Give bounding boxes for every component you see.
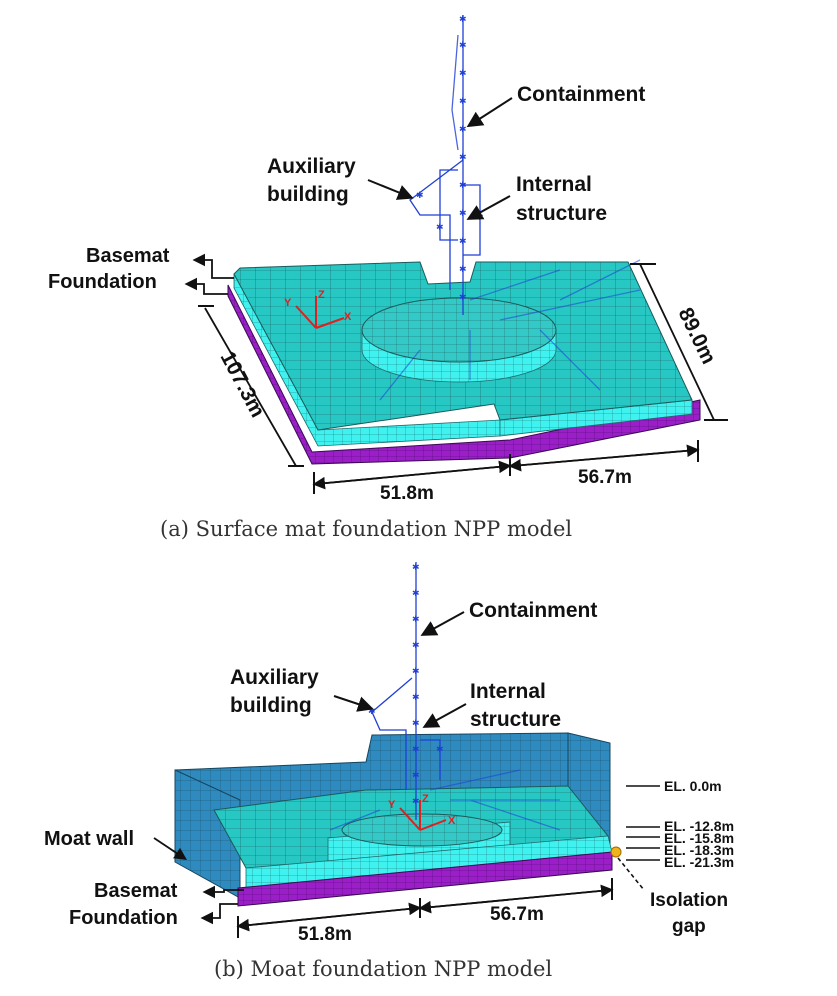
panel-b-moat-model: ✱ ✱ ✱ ✱ ✱ ✱ ✱ ✱ ✱ ✱ ✱ ✱ X Z Y Containment Auxili… (44, 562, 734, 981)
svg-text:✱: ✱ (412, 771, 420, 781)
panel-b-foundation-label: Foundation (69, 907, 178, 929)
panel-a-internal-label-line1: Internal (516, 173, 592, 196)
panel-a-auxiliary-label-line2: building (267, 183, 349, 206)
panel-b-auxiliary-label-line2: building (230, 694, 312, 717)
svg-text:✱: ✱ (459, 265, 467, 275)
panel-b-elevation-0: EL. 0.0m (664, 778, 722, 794)
panel-b-axis-z-label: Z (422, 793, 429, 805)
panel-a-axis-triad: X Z Y (284, 289, 352, 329)
panel-a-reactor-cylinder (361, 297, 557, 383)
panel-b-axis-triad: X Z Y (388, 793, 456, 831)
svg-text:✱: ✱ (459, 237, 467, 247)
panel-b-internal-label-line1: Internal (470, 680, 546, 703)
panel-a-foundation-layer (227, 284, 701, 465)
panel-a-foundation-leader (184, 277, 228, 295)
panel-a-containment-label: Containment (517, 83, 645, 106)
svg-text:✱: ✱ (412, 693, 420, 703)
svg-text:✱: ✱ (368, 707, 376, 717)
panel-b-isolation-label-line1: Isolation (650, 890, 728, 911)
svg-text:✱: ✱ (412, 615, 420, 625)
svg-text:✱: ✱ (412, 745, 420, 755)
panel-b-dim-width: 51.8m 56.7m (236, 878, 614, 945)
panel-a-caption: (a) Surface mat foundation NPP model (160, 517, 572, 541)
svg-text:✱: ✱ (459, 69, 467, 79)
panel-a-basemat-leader (192, 253, 234, 279)
panel-a-auxiliary-arrow (367, 179, 414, 200)
panel-b-internal-label-line2: structure (470, 708, 561, 731)
panel-b-isolation-label-line2: gap (672, 916, 706, 937)
panel-a-auxiliary-label-line1: Auxiliary (267, 155, 356, 178)
svg-text:✱: ✱ (436, 745, 444, 755)
panel-a-axis-y-label: Y (284, 297, 292, 309)
panel-a-dim-width-right-label: 56.7m (578, 467, 632, 488)
panel-b-elevation-3: EL. -18.3m (664, 842, 734, 858)
panel-a-dim-width: 51.8m 56.7m (312, 440, 700, 504)
panel-b-isolation-gap-leader (617, 857, 645, 891)
panel-b-caption: (b) Moat foundation NPP model (214, 957, 552, 981)
svg-text:✱: ✱ (412, 797, 420, 807)
panel-b-elevation-4: EL. -21.3m (664, 854, 734, 870)
panel-b-elevation-1: EL. -12.8m (664, 818, 734, 834)
svg-text:✱: ✱ (412, 563, 420, 573)
panel-b-dim-width-right-label: 56.7m (490, 904, 544, 925)
svg-text:✱: ✱ (459, 293, 467, 303)
panel-b-moat-wall-arrow (153, 837, 187, 860)
panel-b-foundation-leader (200, 903, 238, 925)
panel-a-dim-depth-label: 89.0m (674, 304, 721, 368)
svg-text:✱: ✱ (459, 181, 467, 191)
panel-b-elevation-markers: EL. 0.0m EL. -12.8m EL. -15.8m EL. -18.3… (626, 778, 734, 870)
svg-text:✱: ✱ (412, 641, 420, 651)
panel-b-basemat-leader (202, 885, 244, 899)
svg-text:✱: ✱ (459, 41, 467, 51)
panel-a-internal-label-line2: structure (516, 202, 607, 225)
panel-a-foundation-label: Foundation (48, 271, 157, 293)
svg-text:✱: ✱ (459, 97, 467, 107)
svg-text:✱: ✱ (436, 223, 444, 233)
panel-b-axis-x-label: X (448, 815, 456, 827)
panel-b-auxiliary-arrow (333, 695, 374, 712)
svg-text:✱: ✱ (459, 125, 467, 135)
svg-text:✱: ✱ (459, 153, 467, 163)
svg-text:✱: ✱ (459, 15, 467, 25)
panel-a-axis-x-label: X (344, 311, 352, 323)
panel-b-containment-label: Containment (469, 599, 597, 622)
panel-a-containment-arrow (466, 97, 513, 128)
panel-b-auxiliary-label-line1: Auxiliary (230, 666, 319, 689)
svg-text:✱: ✱ (412, 719, 420, 729)
panel-b-isolation-gap-marker (610, 846, 622, 858)
panel-b-stick-model: ✱ ✱ ✱ ✱ ✱ ✱ ✱ ✱ ✱ ✱ ✱ ✱ (368, 562, 444, 820)
panel-a-basemat-label: Basemat (86, 245, 170, 267)
svg-text:✱: ✱ (459, 209, 467, 219)
panel-a-surface-mat-model: ✱✱✱ ✱✱✱ ✱✱✱ ✱✱✱ ✱✱ X Z Y Containment Aux… (48, 15, 728, 541)
svg-text:✱: ✱ (412, 667, 420, 677)
panel-b-dim-width-left-label: 51.8m (298, 924, 352, 945)
svg-text:✱: ✱ (416, 191, 424, 201)
panel-b-elevation-2: EL. -15.8m (664, 830, 734, 846)
panel-b-basemat-label: Basemat (94, 880, 178, 902)
panel-b-containment-arrow (420, 611, 465, 636)
svg-text:✱: ✱ (412, 589, 420, 599)
panel-b-internal-arrow (422, 703, 467, 728)
panel-a-axis-z-label: Z (318, 289, 325, 301)
panel-a-dim-width-left-label: 51.8m (380, 483, 434, 504)
panel-b-moat-wall-label: Moat wall (44, 828, 134, 850)
panel-b-foundation-layer (237, 851, 613, 907)
panel-a-internal-arrow (466, 195, 511, 220)
panel-b-axis-y-label: Y (388, 799, 396, 811)
